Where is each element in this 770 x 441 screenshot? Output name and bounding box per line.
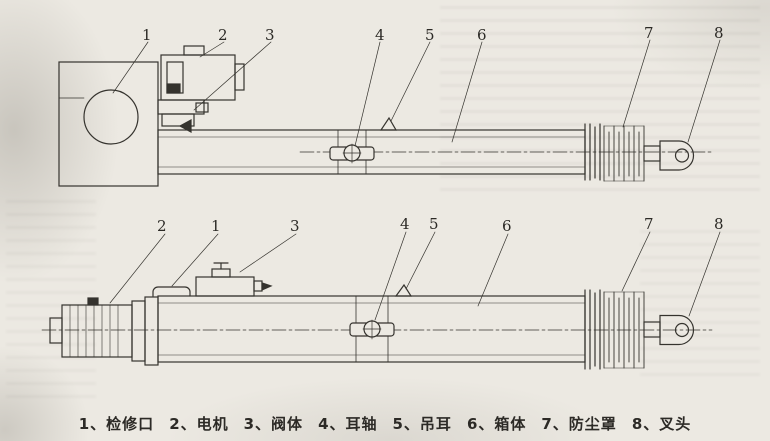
- caption-item-fork-head: 8、叉头: [631, 415, 692, 433]
- caption-item-valve-body: 3、阀体: [243, 415, 304, 433]
- callout-number: 8: [714, 24, 724, 42]
- bottom-view: 2 1 3 4 5 6 7 8: [41, 215, 724, 370]
- callout-number: 7: [644, 24, 654, 42]
- end-flange: [584, 289, 601, 370]
- caption-item-housing: 6、箱体: [466, 415, 527, 433]
- dust-cover: [603, 125, 645, 182]
- gear-box: [58, 61, 159, 187]
- callout-number: 6: [502, 217, 512, 235]
- callout-number: 4: [400, 215, 410, 233]
- motor: [49, 296, 159, 366]
- caption-item-motor: 2、电机: [169, 415, 229, 433]
- caption-item-inspection-port: 1、检修口: [78, 415, 155, 433]
- callout-number: 3: [290, 217, 300, 235]
- figure-caption: 1、检修口 2、电机 3、阀体 4、耳轴 5、吊耳 6、箱体 7、防尘罩 8、叉…: [0, 413, 770, 434]
- callout-number: 6: [477, 26, 487, 44]
- inspection-port-circle: [83, 89, 139, 145]
- callout-number: 7: [644, 215, 654, 233]
- callout-number: 8: [714, 215, 724, 233]
- trunnion: [329, 143, 375, 164]
- callout-number: 1: [211, 217, 221, 235]
- caption-item-lifting-lug: 5、吊耳: [392, 415, 452, 433]
- top-callout-numbers: 1 2 3 4 5 6 7 8: [142, 24, 724, 44]
- caption-item-dust-cover: 7、防尘罩: [541, 415, 617, 433]
- end-flange: [584, 123, 601, 181]
- valve-body: [195, 262, 273, 297]
- lifting-lug: [379, 116, 398, 131]
- fork-head: [643, 314, 695, 346]
- callout-number: 2: [218, 26, 228, 44]
- callout-number: 5: [425, 26, 435, 44]
- fork-head: [643, 140, 695, 171]
- bottom-leader-lines: [109, 231, 721, 321]
- callout-number: 5: [429, 215, 439, 233]
- inspection-port: [152, 286, 191, 297]
- trunnion: [349, 319, 395, 340]
- callout-number: 3: [265, 26, 275, 44]
- lifting-lug: [394, 283, 413, 297]
- bottom-callout-numbers: 2 1 3 4 5 6 7 8: [157, 215, 724, 235]
- motor: [160, 45, 245, 101]
- callout-number: 4: [375, 26, 385, 44]
- dust-cover: [603, 291, 645, 369]
- caption-item-trunnion: 4、耳轴: [318, 415, 378, 433]
- valve-body: [157, 99, 209, 134]
- top-view: 1 2 3 4 5 6 7 8: [58, 24, 724, 187]
- callout-number: 2: [157, 217, 167, 235]
- callout-number: 1: [142, 26, 152, 44]
- top-leader-lines: [112, 39, 721, 147]
